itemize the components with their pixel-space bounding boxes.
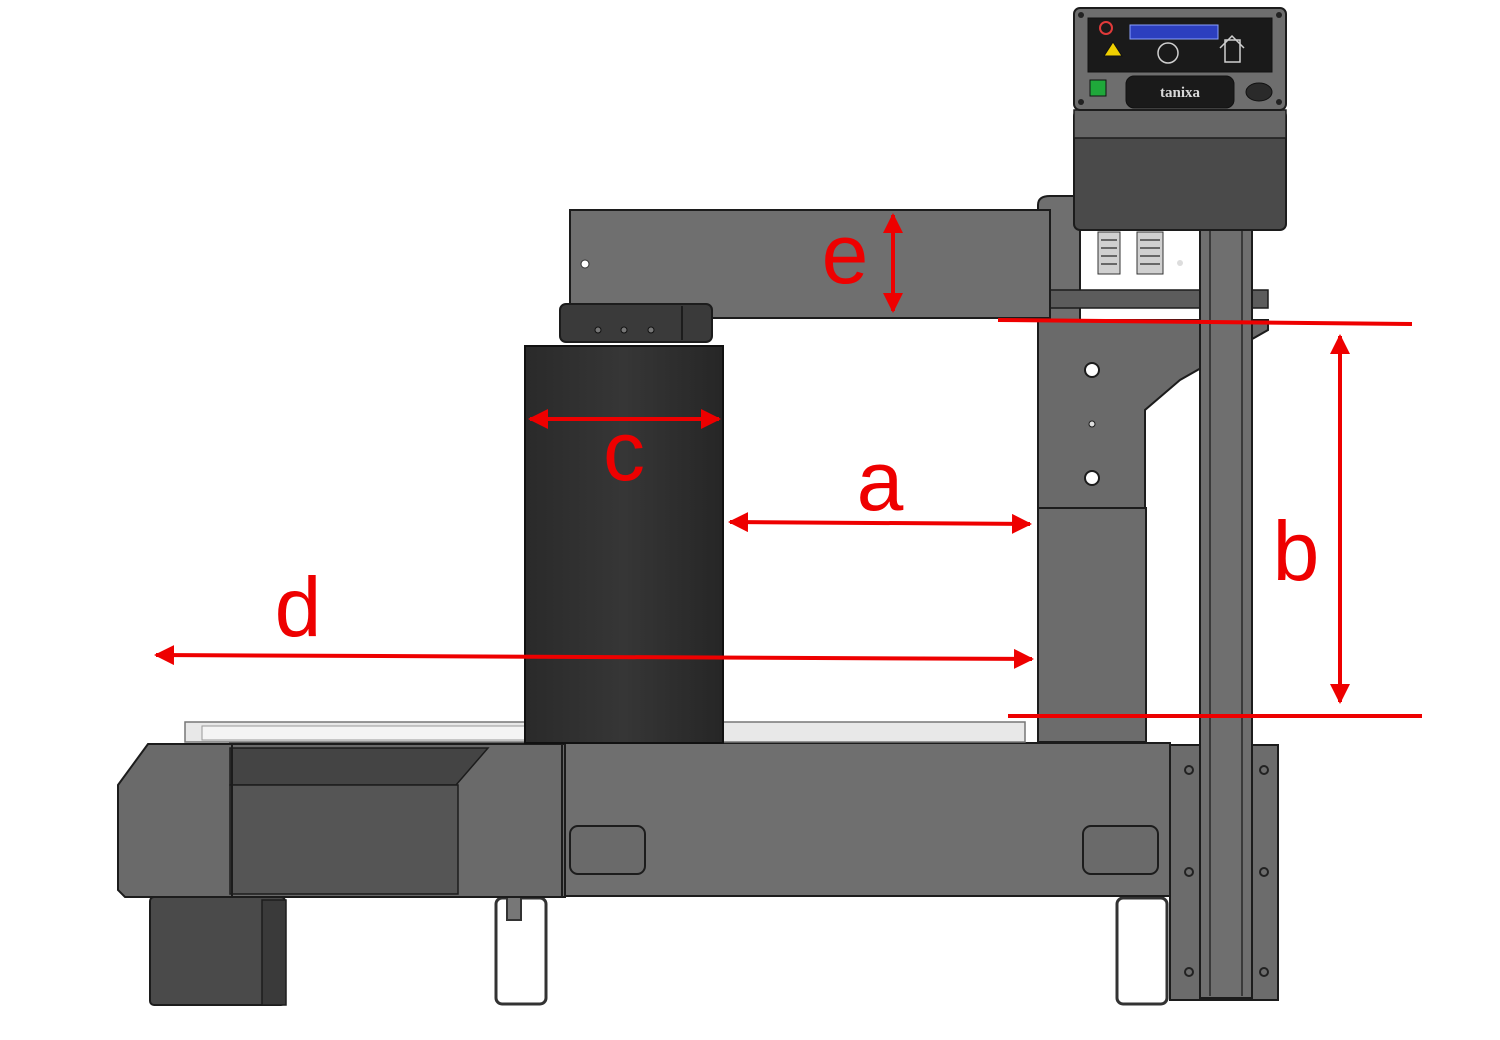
dimension-a-label: a [857,434,904,528]
dimension-a-arrow [728,512,1032,534]
brand-name: tanixa [1160,85,1201,101]
dimension-e-label: e [822,207,869,301]
dimension-d-label: d [275,560,322,654]
top-plate-right [717,721,1026,743]
dimension-c-label: c [603,404,645,498]
power-switch-icon[interactable] [1089,79,1107,97]
handle-slot-right [1082,825,1159,875]
dimension-b-label: b [1273,504,1320,598]
swing-arm [559,209,1051,343]
dimension-d-arrow [154,645,1034,669]
brand-plate [1125,75,1235,109]
dimension-labels: a b c d e [275,207,1320,654]
base-frame [117,721,1279,1006]
foot-bracket-right [1115,896,1169,1006]
vent-slots [1097,231,1164,275]
warning-triangle-icon [1103,41,1123,57]
vertical-column [1037,195,1269,999]
slide-rail [1199,227,1253,999]
control-box: tanixa [1073,7,1287,231]
handle-slot-left [569,825,646,875]
dimension-lines [154,213,1422,718]
control-button[interactable] [1245,82,1273,102]
ref-line-top [997,318,1413,326]
lcd-display-icon [1129,24,1219,40]
yoke-clamp [559,303,713,343]
